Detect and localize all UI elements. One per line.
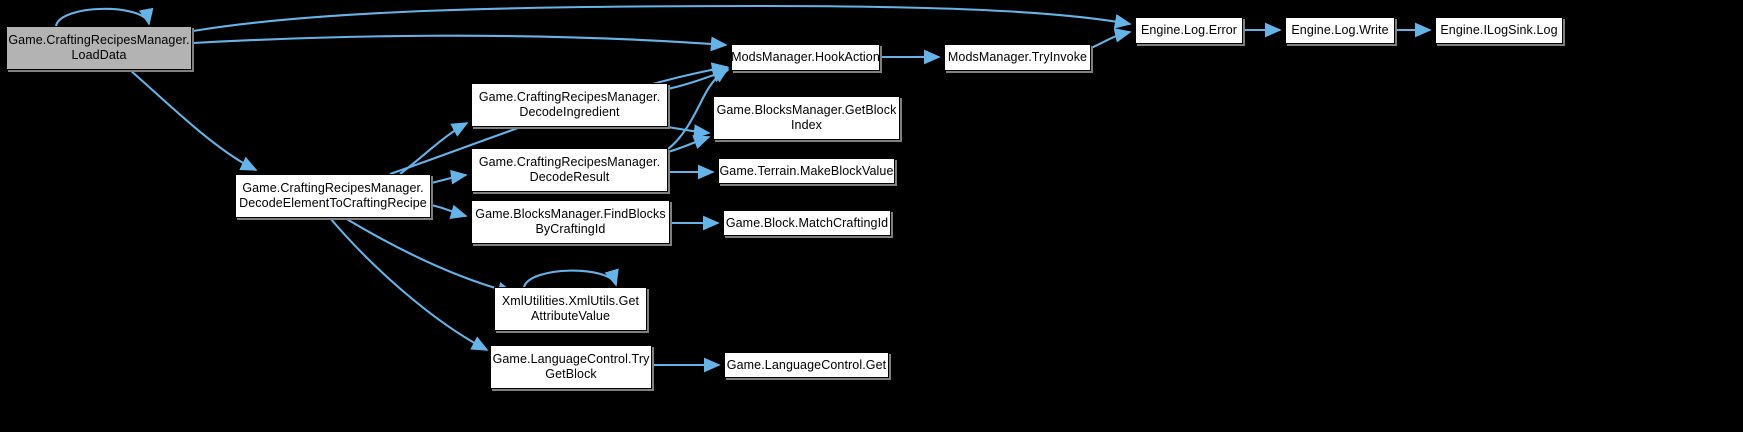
node-label: XmlUtilities.XmlUtils.Get AttributeValue	[501, 294, 640, 323]
edge-decodeelement-decoderesult	[430, 169, 468, 185]
node-xmlutilities-xmlutils-getattributevalue[interactable]: XmlUtilities.XmlUtils.Get AttributeValue	[494, 287, 647, 331]
node-game-block-matchcraftingid[interactable]: Game.Block.MatchCraftingId	[723, 210, 891, 236]
node-label: Game.CraftingRecipesManager. DecodeEleme…	[239, 181, 427, 210]
node-game-terrain-makeblockvalue[interactable]: Game.Terrain.MakeBlockValue	[718, 158, 895, 184]
edge-decodeelement-findblocks	[430, 203, 468, 219]
edge-decoderesult-getblockindex	[667, 135, 711, 154]
node-game-blocksmanager-findblocksbycraftingid[interactable]: Game.BlocksManager.FindBlocks ByCrafting…	[471, 200, 670, 244]
edge-loaddata-decodeelement	[129, 69, 258, 171]
node-game-craftingrecipesmanager-loaddata[interactable]: Game.CraftingRecipesManager. LoadData	[6, 26, 192, 70]
edge-decodeingredient-getblockindex	[667, 124, 711, 139]
node-label: Game.LanguageControl.Try GetBlock	[492, 352, 650, 381]
node-label: Game.CraftingRecipesManager. DecodeIngre…	[478, 90, 661, 119]
node-engine-log-write[interactable]: Engine.Log.Write	[1285, 17, 1395, 44]
node-modsmanager-hookaction[interactable]: ModsManager.HookAction	[731, 44, 880, 71]
node-label: ModsManager.HookAction	[731, 50, 880, 64]
edge-decodeelement-trygetblock	[329, 217, 489, 351]
node-label: Game.BlocksManager.GetBlock Index	[716, 103, 897, 132]
node-label: Game.CraftingRecipesManager. LoadData	[8, 33, 190, 62]
node-label: Engine.ILogSink.Log	[1440, 23, 1558, 37]
node-game-craftingrecipesmanager-decoderesult[interactable]: Game.CraftingRecipesManager. DecodeResul…	[471, 148, 668, 192]
node-game-craftingrecipesmanager-decodeingredient[interactable]: Game.CraftingRecipesManager. DecodeIngre…	[471, 83, 668, 127]
edge-tryinvoke-logerror	[1090, 28, 1132, 49]
edge-loaddata-hookaction	[192, 34, 728, 52]
node-game-blocksmanager-getblockindex[interactable]: Game.BlocksManager.GetBlock Index	[713, 96, 900, 140]
node-label: Engine.Log.Write	[1291, 23, 1389, 37]
edge-loaddata-logerror	[192, 4, 1132, 33]
edge-loaddata-self	[54, 7, 154, 27]
edge-decodeelement-xmlutils	[344, 217, 515, 297]
node-label: Game.LanguageControl.Get	[726, 357, 887, 372]
node-game-languagecontrol-get[interactable]: Game.LanguageControl.Get	[724, 352, 889, 378]
node-modsmanager-tryinvoke[interactable]: ModsManager.TryInvoke	[944, 44, 1091, 71]
edge-xmlutils-self	[522, 268, 619, 288]
node-label: Engine.Log.Error	[1140, 23, 1238, 37]
node-label: Game.BlocksManager.FindBlocks ByCrafting…	[475, 207, 666, 236]
node-label: Game.Block.MatchCraftingId	[725, 215, 889, 230]
node-game-craftingrecipesmanager-decodeelementtocraftingrecipe[interactable]: Game.CraftingRecipesManager. DecodeEleme…	[235, 174, 431, 218]
node-label: ModsManager.TryInvoke	[947, 50, 1088, 64]
node-label: Game.Terrain.MakeBlockValue	[719, 163, 894, 178]
node-label: Game.CraftingRecipesManager. DecodeResul…	[478, 155, 661, 184]
edge-decoderesult-hookaction	[667, 67, 730, 150]
node-game-languagecontrol-trygetblock[interactable]: Game.LanguageControl.Try GetBlock	[490, 345, 652, 389]
node-engine-log-error[interactable]: Engine.Log.Error	[1135, 17, 1243, 44]
node-engine-ilogsink-log[interactable]: Engine.ILogSink.Log	[1435, 17, 1563, 44]
